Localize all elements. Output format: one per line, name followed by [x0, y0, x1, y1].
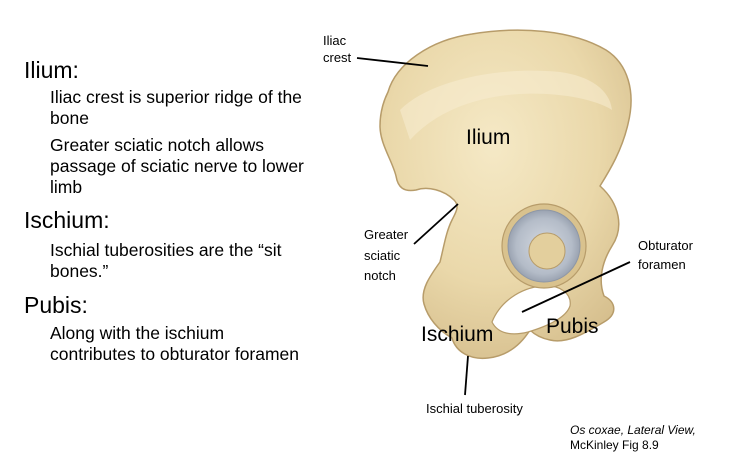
sciatic-notch-label-line-2: sciatic — [364, 248, 401, 263]
ilium-bullet-1-line-2: bone — [50, 108, 89, 128]
ilium-bullet-2-line-2: passage of sciatic nerve to lower — [50, 156, 304, 176]
ischial-tuberosity-leader — [464, 355, 469, 396]
ilium-figure-label: Ilium — [466, 126, 510, 149]
sciatic-notch-label-line-1: Greater — [364, 227, 409, 242]
obturator-foramen-leader — [521, 261, 631, 313]
obturator-foramen-label-line-1: Obturator — [638, 238, 694, 253]
iliac-crest-leader — [356, 57, 429, 67]
ischium-figure-label: Ischium — [421, 323, 493, 346]
ischium-heading: Ischium: — [24, 207, 110, 233]
iliac-crest-label-line-1: Iliac — [323, 33, 347, 48]
acetabular-fossa — [528, 232, 566, 270]
ilium-bullet-2-line-1: Greater sciatic notch allows — [50, 135, 264, 155]
sciatic-notch-leader — [413, 203, 459, 245]
ischium-bullet-1-line-1: Ischial tuberosities are the “sit — [50, 240, 282, 260]
ischium-bullet-1-line-2: bones.” — [50, 261, 109, 281]
figure-caption-line-1: Os coxae, Lateral View, — [570, 423, 696, 437]
ilium-heading: Ilium: — [24, 57, 79, 83]
pubis-figure-label: Pubis — [546, 315, 599, 338]
ilium-wing-shading — [400, 70, 612, 140]
ilium-bullet-2-line-3: limb — [50, 177, 83, 197]
pubis-bullet-1-line-2: contributes to obturator foramen — [50, 344, 300, 364]
pubis-bullet-1-line-1: Along with the ischium — [50, 323, 225, 343]
ilium-bullet-1-line-1: Iliac crest is superior ridge of the — [50, 87, 302, 107]
pubis-heading: Pubis: — [24, 292, 88, 318]
sciatic-notch-label-line-3: notch — [364, 268, 396, 283]
iliac-crest-label-line-2: crest — [323, 50, 352, 65]
ischial-tuberosity-label: Ischial tuberosity — [426, 401, 523, 416]
figure-caption-line-2: McKinley Fig 8.9 — [570, 438, 659, 452]
obturator-foramen-label-line-2: foramen — [638, 257, 686, 272]
